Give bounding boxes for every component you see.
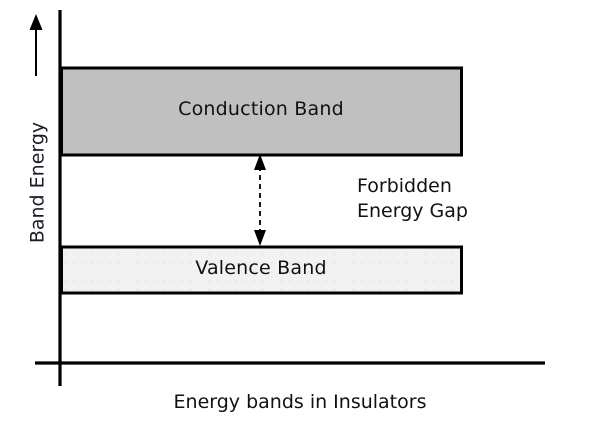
energy-direction-arrow [29,14,43,76]
conduction-band-label: Conduction Band [178,98,344,120]
figure-caption: Energy bands in Insulators [173,391,427,413]
conduction-band-box [60,66,463,157]
band-gap-arrow [254,154,266,246]
valence-band-box [60,245,463,295]
forbidden-energy-gap-label: Forbidden Energy Gap [357,175,468,222]
y-axis-title: Band Energy [26,121,49,244]
valence-band-label: Valence Band [195,257,327,279]
